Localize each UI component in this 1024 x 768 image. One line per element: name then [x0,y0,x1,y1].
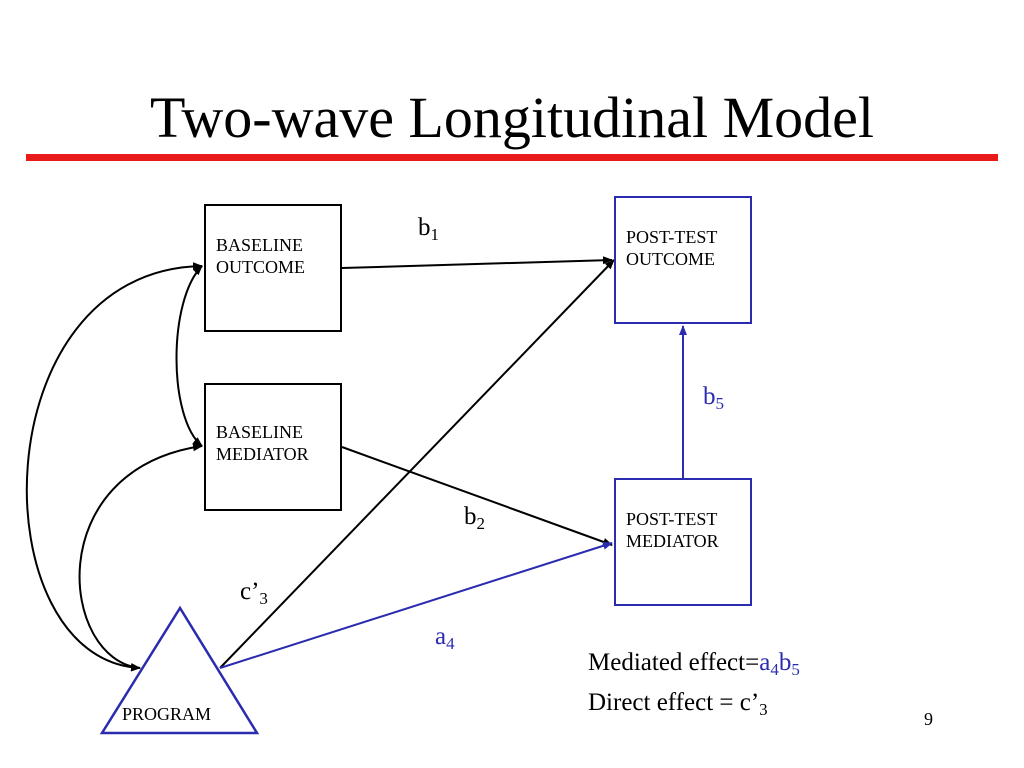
label-b2-sub: 2 [476,514,486,533]
program-triangle [99,605,260,735]
mediated-effect-b: b [778,649,792,676]
page-number: 9 [924,709,933,729]
direct-effect-note: Direct effect = c’3 [588,688,768,718]
covariance-outcome-mediator [175,265,203,447]
post-test-mediator-line2: MEDIATOR [626,531,719,551]
post-test-outcome-line1: POST-TEST [626,227,718,247]
post-test-outcome-line2: OUTCOME [626,249,715,269]
post-test-mediator-box: POST-TEST MEDIATOR [614,478,752,606]
label-b5-base: b [703,383,716,410]
baseline-outcome-line2: OUTCOME [216,257,305,277]
mediated-effect-a: a [759,649,771,676]
baseline-mediator-box: BASELINE MEDIATOR [204,383,342,511]
mediated-effect-a-sub: 4 [770,660,779,679]
mediated-effect-note: Mediated effect=a4b5 [588,648,800,678]
label-b1: b1 [418,214,440,244]
post-test-mediator-line1: POST-TEST [626,509,718,529]
label-b5-sub: 5 [715,394,725,413]
baseline-mediator-line1: BASELINE [216,422,303,442]
baseline-outcome-line1: BASELINE [216,235,303,255]
path-b2-arrow [341,446,613,546]
path-a4-arrow [219,541,613,669]
post-test-outcome-box: POST-TEST OUTCOME [614,196,752,324]
label-c3-sub: 3 [259,589,268,608]
label-b1-sub: 1 [430,225,440,244]
label-a4: a4 [435,623,455,653]
title-underline [26,154,998,161]
label-b2: b2 [464,503,486,533]
baseline-outcome-box: BASELINE OUTCOME [204,204,342,332]
label-b1-base: b [418,214,431,241]
baseline-mediator-line2: MEDIATOR [216,444,309,464]
path-b1-arrow [341,256,613,269]
path-c3-arrow [219,259,615,669]
covariance-outcome-program [25,262,203,672]
mediated-effect-b-sub: 5 [791,660,800,679]
mediated-effect-prefix: Mediated effect= [588,649,760,676]
slide-title: Two-wave Longitudinal Model [149,85,874,150]
label-a4-sub: 4 [446,634,455,653]
program-label: PROGRAM [122,704,212,724]
label-b2-base: b [464,503,477,530]
direct-effect-sub: 3 [759,700,768,719]
label-c3-base: c’ [240,578,260,605]
label-b5: b5 [703,383,725,413]
direct-effect-prefix: Direct effect = c’ [588,689,760,716]
label-c3: c’3 [240,578,268,608]
label-a4-base: a [435,623,447,650]
